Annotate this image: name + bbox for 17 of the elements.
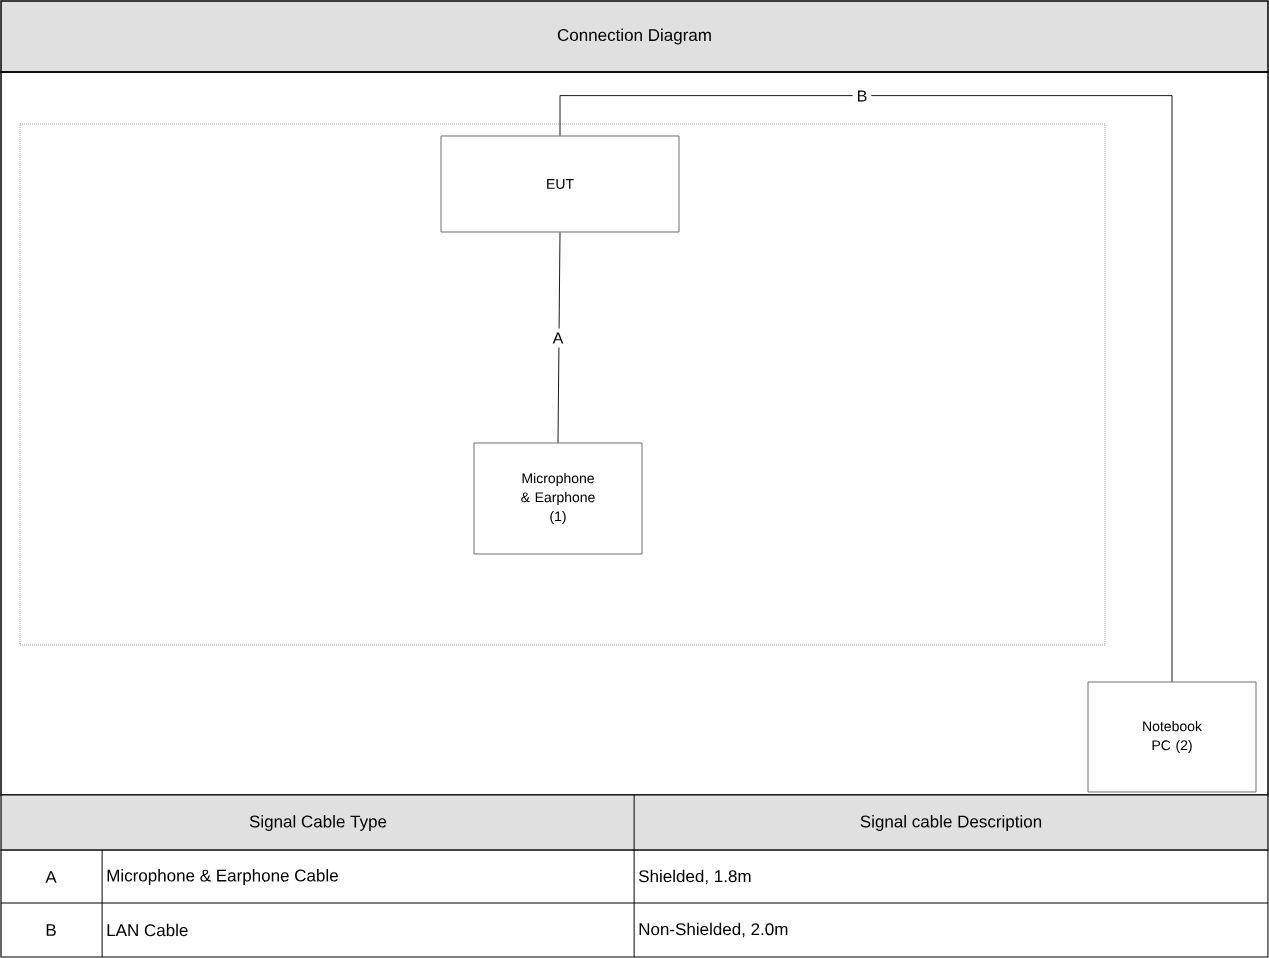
table-cell: B <box>46 924 56 936</box>
device-box: EUT <box>440 135 680 233</box>
column-header: Signal Cable Type <box>249 815 387 831</box>
edge-label: A <box>548 328 568 348</box>
table-cell: LAN Cable <box>107 923 188 937</box>
table-cell: Non-Shielded, 2.0m <box>639 922 788 938</box>
device-box: Notebook PC (2) <box>1087 681 1257 793</box>
device-box: Microphone & Earphone (1) <box>473 442 643 555</box>
title-band: Connection Diagram <box>0 0 1269 73</box>
table-cell: Shielded, 1.8m <box>639 869 751 885</box>
column-header: Signal cable Description <box>860 815 1042 831</box>
cable-line <box>557 231 561 444</box>
table-cell: A <box>45 871 57 883</box>
table-cell: Microphone & Earphone Cable <box>107 869 338 885</box>
edge-label: B <box>852 86 872 106</box>
cable-line <box>559 95 1173 683</box>
test-area-outline <box>19 123 1106 646</box>
